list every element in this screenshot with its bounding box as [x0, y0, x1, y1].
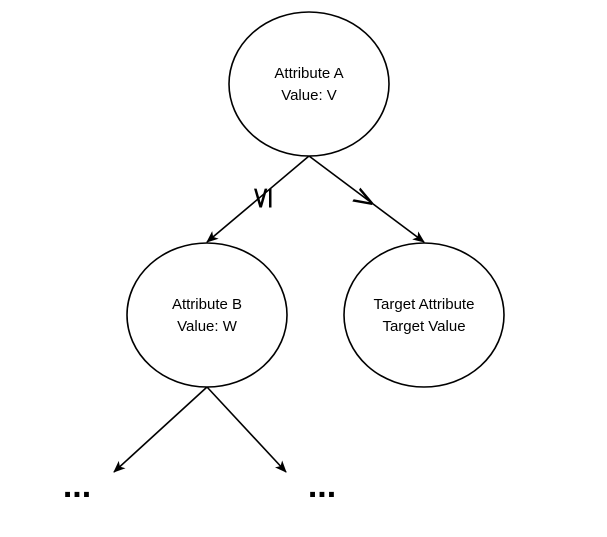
- node-target-attribute-ellipse: [343, 242, 505, 388]
- node-target-attribute-value: Target Value: [382, 318, 465, 335]
- node-attribute-a-label: Attribute A: [274, 65, 343, 82]
- node-target-attribute-label: Target Attribute: [374, 296, 475, 313]
- edge-attribute-b-to-right-leaf: [206, 386, 287, 473]
- leaf-left-ellipsis: ...: [63, 467, 91, 505]
- node-attribute-b-value: Value: W: [177, 318, 238, 335]
- node-target-attribute: Target Attribute Target Value: [343, 242, 505, 388]
- edge-label-greater: >: [345, 178, 384, 221]
- node-attribute-b-label: Attribute B: [172, 296, 242, 313]
- node-attribute-a: Attribute A Value: V: [228, 11, 390, 157]
- edge-label-less-equal: ≤: [245, 185, 280, 210]
- edge-attribute-b-to-left-leaf: [113, 386, 208, 473]
- node-attribute-a-value: Value: V: [281, 87, 337, 104]
- node-attribute-b: Attribute B Value: W: [126, 242, 288, 388]
- node-attribute-a-ellipse: [228, 11, 390, 157]
- edge-root-to-target: [308, 155, 425, 243]
- leaf-right-ellipsis: ...: [308, 467, 336, 505]
- node-attribute-b-ellipse: [126, 242, 288, 388]
- edge-root-to-attribute-b: [206, 155, 310, 243]
